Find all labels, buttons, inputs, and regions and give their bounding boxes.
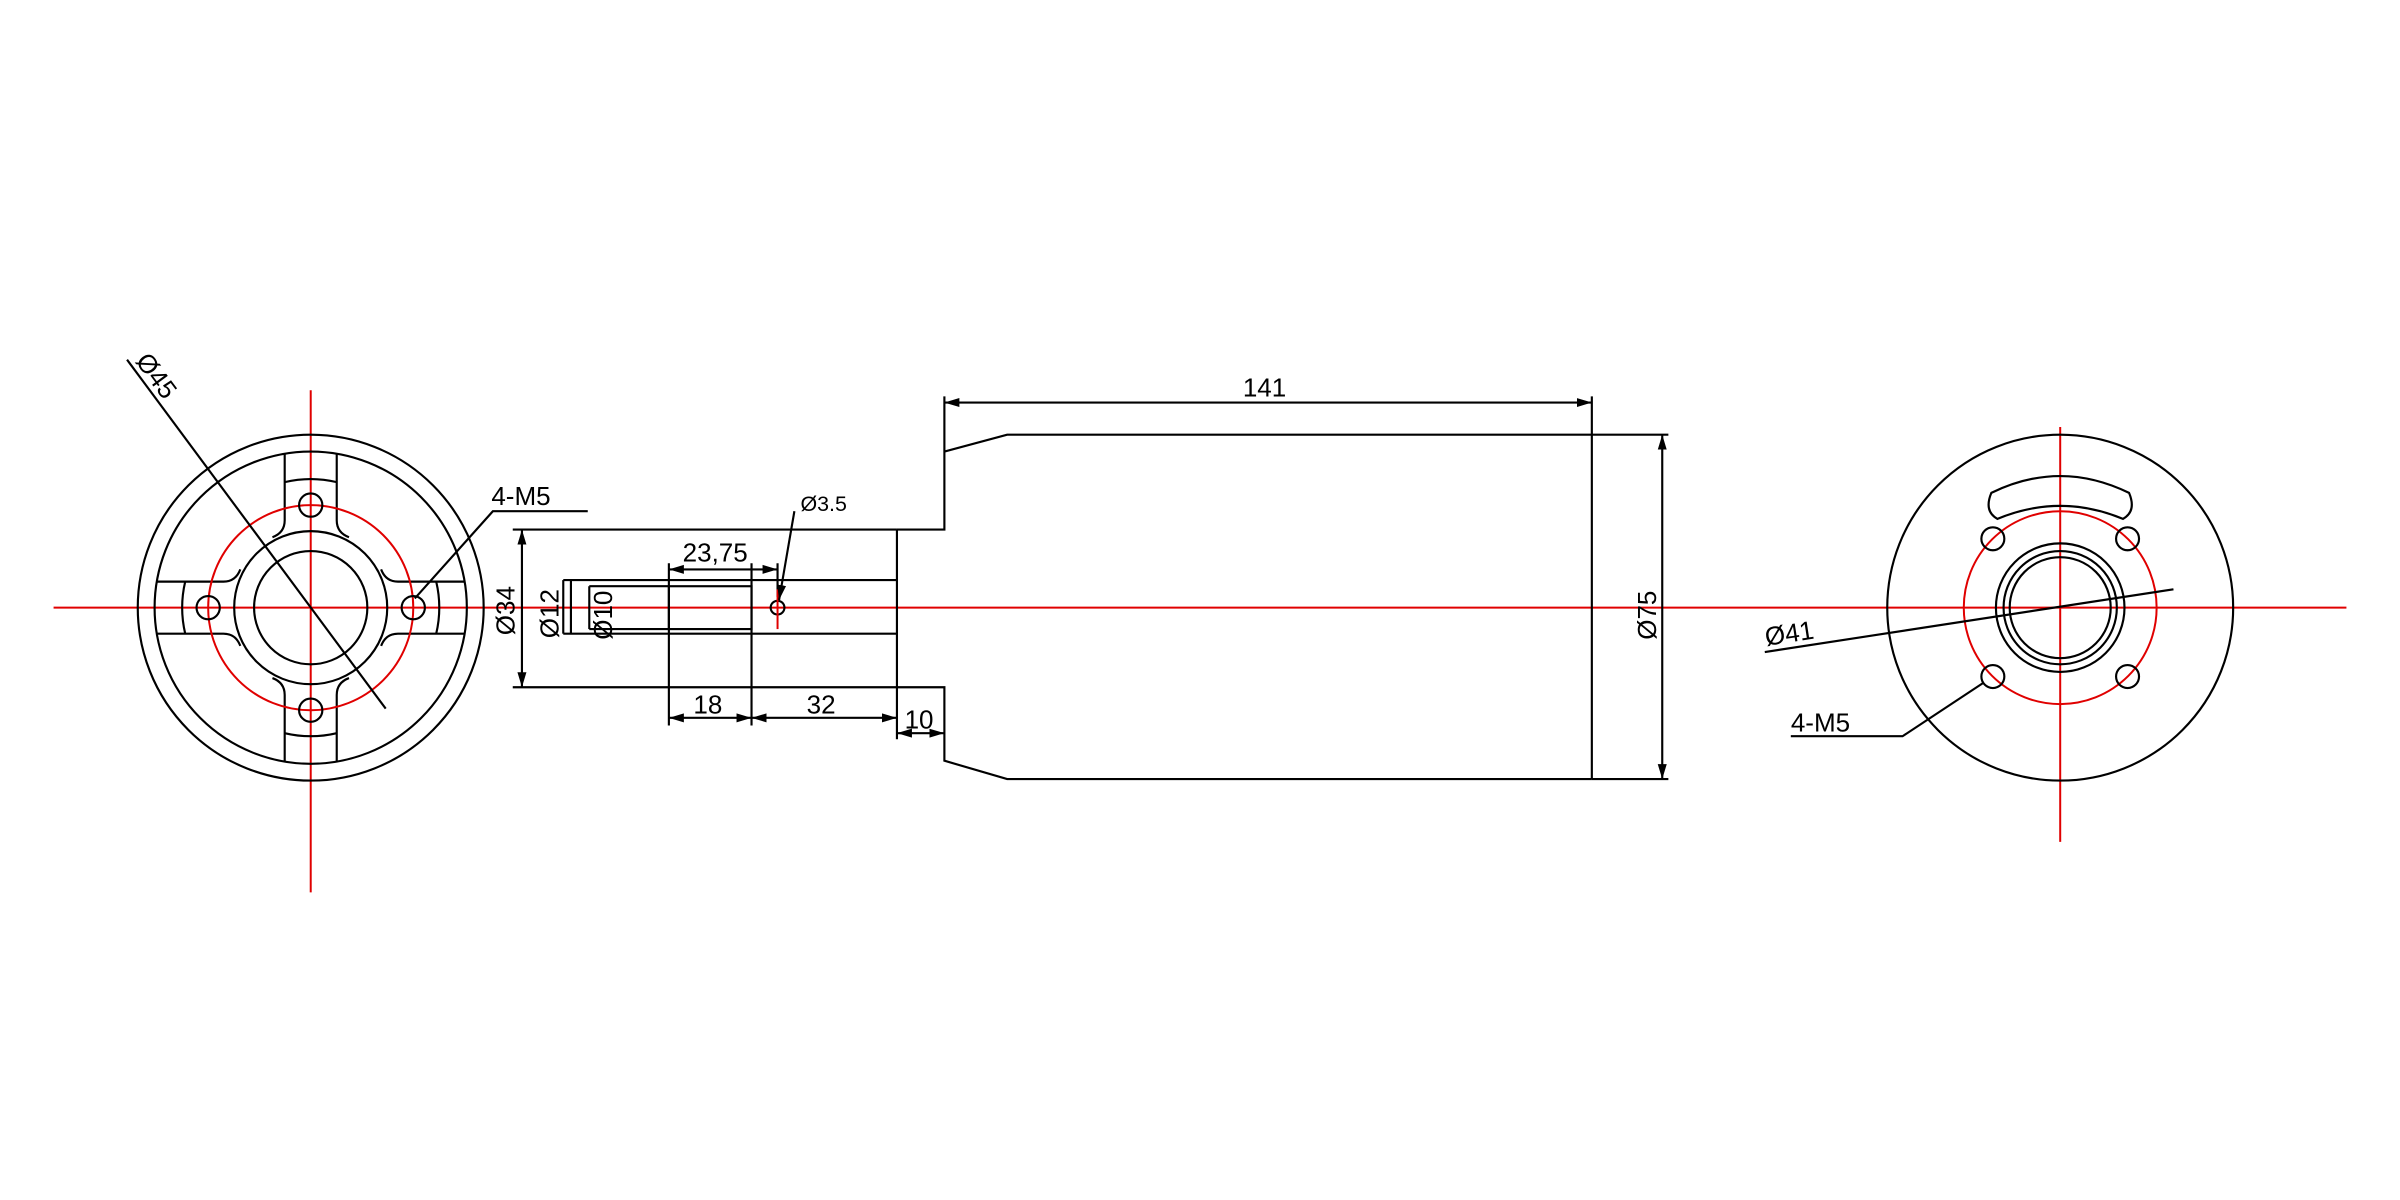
shaft-flat-label: Ø10 (588, 591, 618, 640)
outer-diameter-label: Ø45 (130, 347, 183, 404)
left-end-view: Ø45 4-M5 (126, 347, 588, 893)
keyway-length-label: 23,75 (683, 538, 748, 568)
mount-hole (2115, 526, 2141, 552)
diameter-leader (126, 359, 387, 710)
body-diameter-label: Ø75 (1632, 591, 1662, 640)
dim-32-label: 32 (807, 689, 836, 719)
holes-label-right: 4-M5 (1791, 708, 1850, 738)
mount-hole (400, 594, 426, 621)
body-length-label: 141 (1243, 372, 1286, 402)
pin-hole-label: Ø3.5 (801, 492, 847, 516)
mount-hole (1980, 526, 2006, 552)
flange-diameter-label: Ø34 (490, 586, 520, 635)
motor-body-outline (896, 396, 1593, 781)
dim-18-label: 18 (693, 689, 722, 719)
shaft-diameter-label: Ø12 (535, 589, 565, 638)
slot (1987, 475, 2133, 521)
mount-hole (298, 697, 324, 723)
right-end-view: Ø41 4-M5 (1763, 427, 2235, 842)
mount-hole (2115, 663, 2141, 690)
bolt-circle-label: Ø41 (1763, 615, 1816, 652)
spokes (156, 453, 466, 763)
dim-10-label: 10 (905, 705, 934, 735)
mount-hole (195, 594, 221, 621)
holes-label-left: 4-M5 (491, 481, 550, 511)
mount-hole (1980, 663, 2006, 690)
side-view: Ø34 Ø12 Ø10 23,75 Ø3.5 18 32 10 141 Ø75 (490, 372, 1669, 781)
mount-hole (298, 492, 324, 518)
